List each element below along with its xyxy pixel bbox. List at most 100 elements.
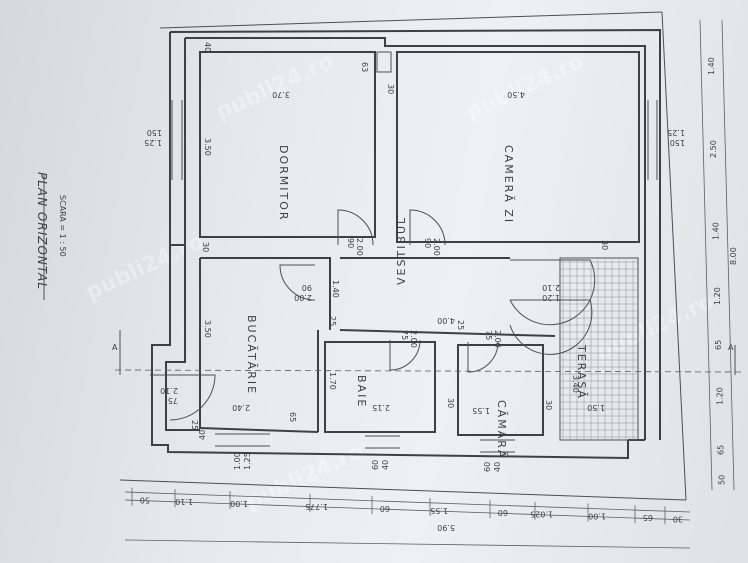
svg-text:2.00: 2.00 (355, 238, 364, 256)
svg-text:1.50: 1.50 (587, 403, 605, 412)
dimension-label: 65 (714, 340, 723, 350)
dimension-label: 30 (673, 514, 683, 523)
dimension-label: 65 (717, 445, 726, 455)
svg-text:75: 75 (400, 330, 409, 340)
svg-text:25: 25 (190, 420, 199, 430)
room-labels: DORMITOR CAMERĂ ZI BUCĂTĂRIE VESTIBUL BA… (245, 145, 588, 459)
interior-walls (199, 51, 640, 436)
wall-marks: 40 40 30 30 30 30 30 25 25 63 25 65 (190, 42, 609, 440)
exterior-walls (151, 28, 661, 460)
dimension-label: 1.025 (530, 510, 553, 519)
watermark: publi24.ro (212, 49, 338, 125)
svg-text:30: 30 (544, 400, 553, 410)
svg-text:2.00: 2.00 (493, 330, 502, 348)
svg-text:30: 30 (600, 240, 609, 250)
svg-text:1.00: 1.00 (233, 452, 242, 470)
svg-text:2.00: 2.00 (432, 238, 441, 256)
dimension-label: 1.10 (175, 497, 193, 506)
dimension-label: 1.55 (430, 506, 448, 515)
svg-text:90: 90 (302, 283, 312, 292)
svg-text:3.50: 3.50 (203, 320, 212, 338)
svg-text:30: 30 (386, 84, 395, 94)
svg-text:1.25: 1.25 (243, 452, 252, 470)
room-dimensions: 3.70 3.50 4.50 2.40 3.50 2.15 1.70 1.55 … (203, 90, 605, 415)
terrace-tiles (559, 257, 639, 441)
svg-text:65: 65 (288, 412, 297, 422)
room-baie: BAIE (355, 375, 368, 408)
room-bucatarie: BUCĂTĂRIE (245, 315, 258, 395)
svg-text:4.50: 4.50 (507, 90, 525, 99)
svg-text:60: 60 (483, 462, 492, 472)
svg-text:1.40: 1.40 (331, 280, 340, 298)
svg-text:2.10: 2.10 (160, 386, 178, 395)
room-dormitor: DORMITOR (277, 145, 290, 222)
svg-text:75: 75 (484, 330, 493, 340)
svg-text:1.20: 1.20 (542, 293, 560, 302)
svg-text:90: 90 (346, 238, 355, 248)
dimension-label: 50 (717, 475, 726, 485)
svg-text:3.50: 3.50 (203, 138, 212, 156)
doors (150, 209, 596, 421)
dimension-label: 60 (380, 504, 390, 513)
dimension-label: 50 (140, 496, 150, 505)
room-vestibul: VESTIBUL (395, 216, 408, 285)
title-block: PLAN ORIZONTAL SCARA = 1 : 50 (35, 172, 67, 300)
svg-text:150: 150 (147, 128, 162, 137)
opening-labels: 90 2.00 90 2.00 90 2.00 75 2.00 75 2.00 … (144, 128, 685, 472)
room-camara: CĂMARĂ (495, 400, 508, 459)
svg-text:40: 40 (493, 462, 502, 472)
svg-text:4.00: 4.00 (437, 316, 455, 325)
svg-text:2.15: 2.15 (372, 403, 390, 412)
total-width: 5.90 (437, 523, 455, 532)
room-terasa: TERASĂ (575, 344, 588, 400)
svg-text:40: 40 (198, 430, 207, 440)
svg-text:2.10: 2.10 (542, 283, 560, 292)
frame (119, 11, 687, 501)
svg-text:2.00: 2.00 (294, 293, 312, 302)
windows (171, 51, 658, 453)
svg-text:3.70: 3.70 (272, 90, 290, 99)
svg-text:1.25: 1.25 (667, 128, 685, 137)
dimension-label: 1.20 (713, 287, 722, 305)
section-mark: A (728, 343, 734, 352)
dimension-chain-bottom: 50 1.10 1.00 1.775 60 1.55 60 1.025 1.00 65 30 5.9… (124, 487, 691, 549)
dimension-label: 1.775 (305, 502, 328, 511)
svg-text:75: 75 (168, 396, 178, 405)
svg-text:1.25: 1.25 (144, 138, 162, 147)
dimension-label: 1.00 (588, 512, 606, 521)
svg-text:25: 25 (328, 316, 337, 326)
room-camera-zi: CAMERĂ ZI (502, 145, 515, 224)
svg-text:25: 25 (456, 320, 465, 330)
svg-text:2.40: 2.40 (232, 403, 250, 412)
svg-text:60: 60 (371, 460, 380, 470)
svg-text:30: 30 (201, 242, 210, 252)
plan-title: PLAN ORIZONTAL (35, 172, 49, 290)
dimension-label: 1.40 (707, 57, 716, 75)
section-line: A A (112, 330, 746, 375)
svg-text:3.40: 3.40 (571, 375, 580, 393)
dimension-label: 1.20 (715, 387, 724, 405)
svg-text:90: 90 (423, 238, 432, 248)
svg-text:150: 150 (670, 138, 685, 147)
dimension-label: 60 (498, 508, 508, 517)
dimension-label: 1.00 (230, 499, 248, 508)
svg-text:2.00: 2.00 (409, 330, 418, 348)
watermark: publi24.ro (242, 439, 368, 515)
section-mark: A (112, 343, 118, 352)
svg-text:1.55: 1.55 (472, 406, 490, 415)
watermark: publi24.ro (462, 49, 588, 125)
watermark: publi24.ro (82, 229, 208, 305)
dimension-label: 2.50 (709, 140, 718, 158)
dimension-label: 65 (643, 513, 653, 522)
svg-text:30: 30 (446, 398, 455, 408)
svg-text:1.70: 1.70 (328, 372, 337, 390)
svg-text:63: 63 (360, 62, 369, 72)
total-length: 8.00 (729, 247, 738, 265)
watermark: publi24.ro (592, 289, 718, 365)
svg-text:40: 40 (381, 460, 390, 470)
plan-scale: SCARA = 1 : 50 (58, 195, 67, 257)
svg-text:40: 40 (203, 42, 212, 52)
